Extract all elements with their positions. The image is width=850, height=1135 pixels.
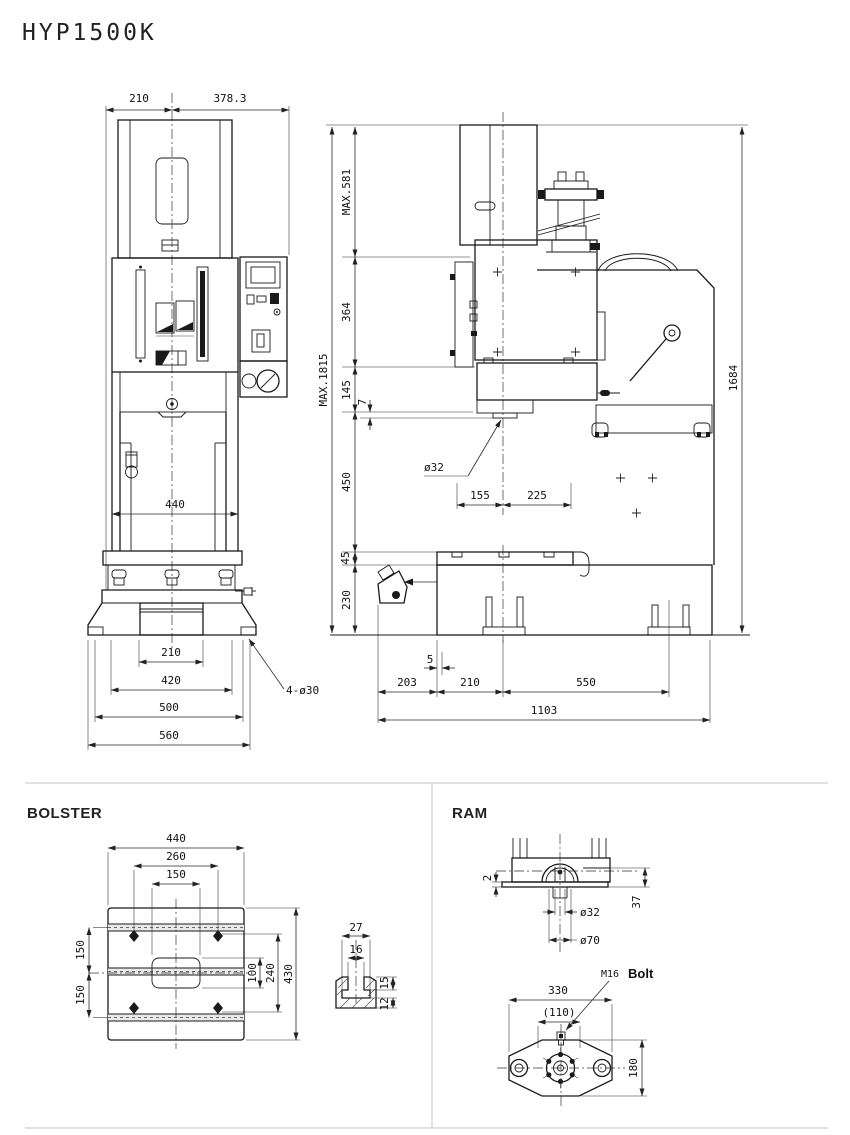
dim-side-1684: 1684: [727, 364, 740, 391]
dim-side-210: 210: [460, 676, 480, 689]
dim-front-top-210: 210: [129, 92, 149, 105]
dim-side-203: 203: [397, 676, 417, 689]
dim-ram-dia70: ø70: [580, 934, 600, 947]
ram-view-labels: RAM 2 ø32 ø70 37 M16 Bolt 330 (110) 180: [452, 805, 654, 1078]
dim-side-max581: MAX.581: [340, 169, 353, 215]
dim-side-max1815: MAX.1815: [317, 354, 330, 407]
dim-side-225: 225: [527, 489, 547, 502]
page-title: HYP1500K: [22, 20, 157, 46]
dim-bolster-150: 150: [166, 868, 186, 881]
dim-side-7: 7: [356, 399, 369, 406]
dim-front-base-210: 210: [161, 646, 181, 659]
dim-front-base-560: 560: [159, 729, 179, 742]
label-side-ram-dia: ø32: [424, 461, 444, 474]
ram-section-title: RAM: [452, 805, 488, 822]
side-view-dimensions: MAX.581 364 145 7 MAX.1815 450 45 230 16…: [317, 169, 740, 717]
dim-side-230: 230: [340, 590, 353, 610]
dim-side-45: 45: [339, 551, 352, 564]
front-view-dimensions: 210 378.3 440 210 420 500 560 4-ø30: [129, 92, 319, 742]
bolster-view-drawing: [86, 845, 397, 1049]
dim-side-5: 5: [427, 653, 434, 666]
ram-view-drawing: [492, 834, 650, 1106]
dim-bolster-260: 260: [166, 850, 186, 863]
dim-ram-180: 180: [627, 1058, 640, 1078]
dim-ram-37: 37: [630, 895, 643, 908]
label-ram-bolt-word: Bolt: [628, 966, 654, 981]
dim-front-440: 440: [165, 498, 185, 511]
dim-slot-16: 16: [349, 943, 362, 956]
dim-slot-27: 27: [349, 921, 362, 934]
label-ram-bolt-size: M16: [601, 969, 619, 980]
dim-slot-12: 12: [378, 997, 391, 1010]
dim-ram-dia32: ø32: [580, 906, 600, 919]
dim-bolster-430: 430: [282, 964, 295, 984]
bolster-section-title: BOLSTER: [27, 805, 102, 822]
dim-bolster-240: 240: [264, 963, 277, 983]
dim-ram-2: 2: [481, 875, 494, 882]
dim-side-450: 450: [340, 472, 353, 492]
dim-side-1103: 1103: [531, 704, 558, 717]
bolster-view-labels: BOLSTER 440 260 150 150 150 100 240 430 …: [27, 805, 391, 1011]
dim-front-base-420: 420: [161, 674, 181, 687]
section-dividers: [25, 782, 828, 1129]
label-front-holes: 4-ø30: [286, 684, 319, 697]
dim-ram-110: (110): [542, 1006, 575, 1019]
dim-ram-330: 330: [548, 984, 568, 997]
dim-slot-15: 15: [378, 976, 391, 989]
dim-bolster-440: 440: [166, 832, 186, 845]
dim-front-base-500: 500: [159, 701, 179, 714]
front-view-drawing: [87, 93, 290, 750]
dim-side-145: 145: [340, 380, 353, 400]
side-view-drawing: [326, 112, 750, 723]
dim-bolster-left-150b: 150: [74, 985, 87, 1005]
dim-bolster-100: 100: [246, 963, 259, 983]
dim-front-top-378: 378.3: [213, 92, 246, 105]
dim-bolster-left-150a: 150: [74, 940, 87, 960]
dim-side-364: 364: [340, 302, 353, 322]
dim-side-550: 550: [576, 676, 596, 689]
dim-side-155: 155: [470, 489, 490, 502]
